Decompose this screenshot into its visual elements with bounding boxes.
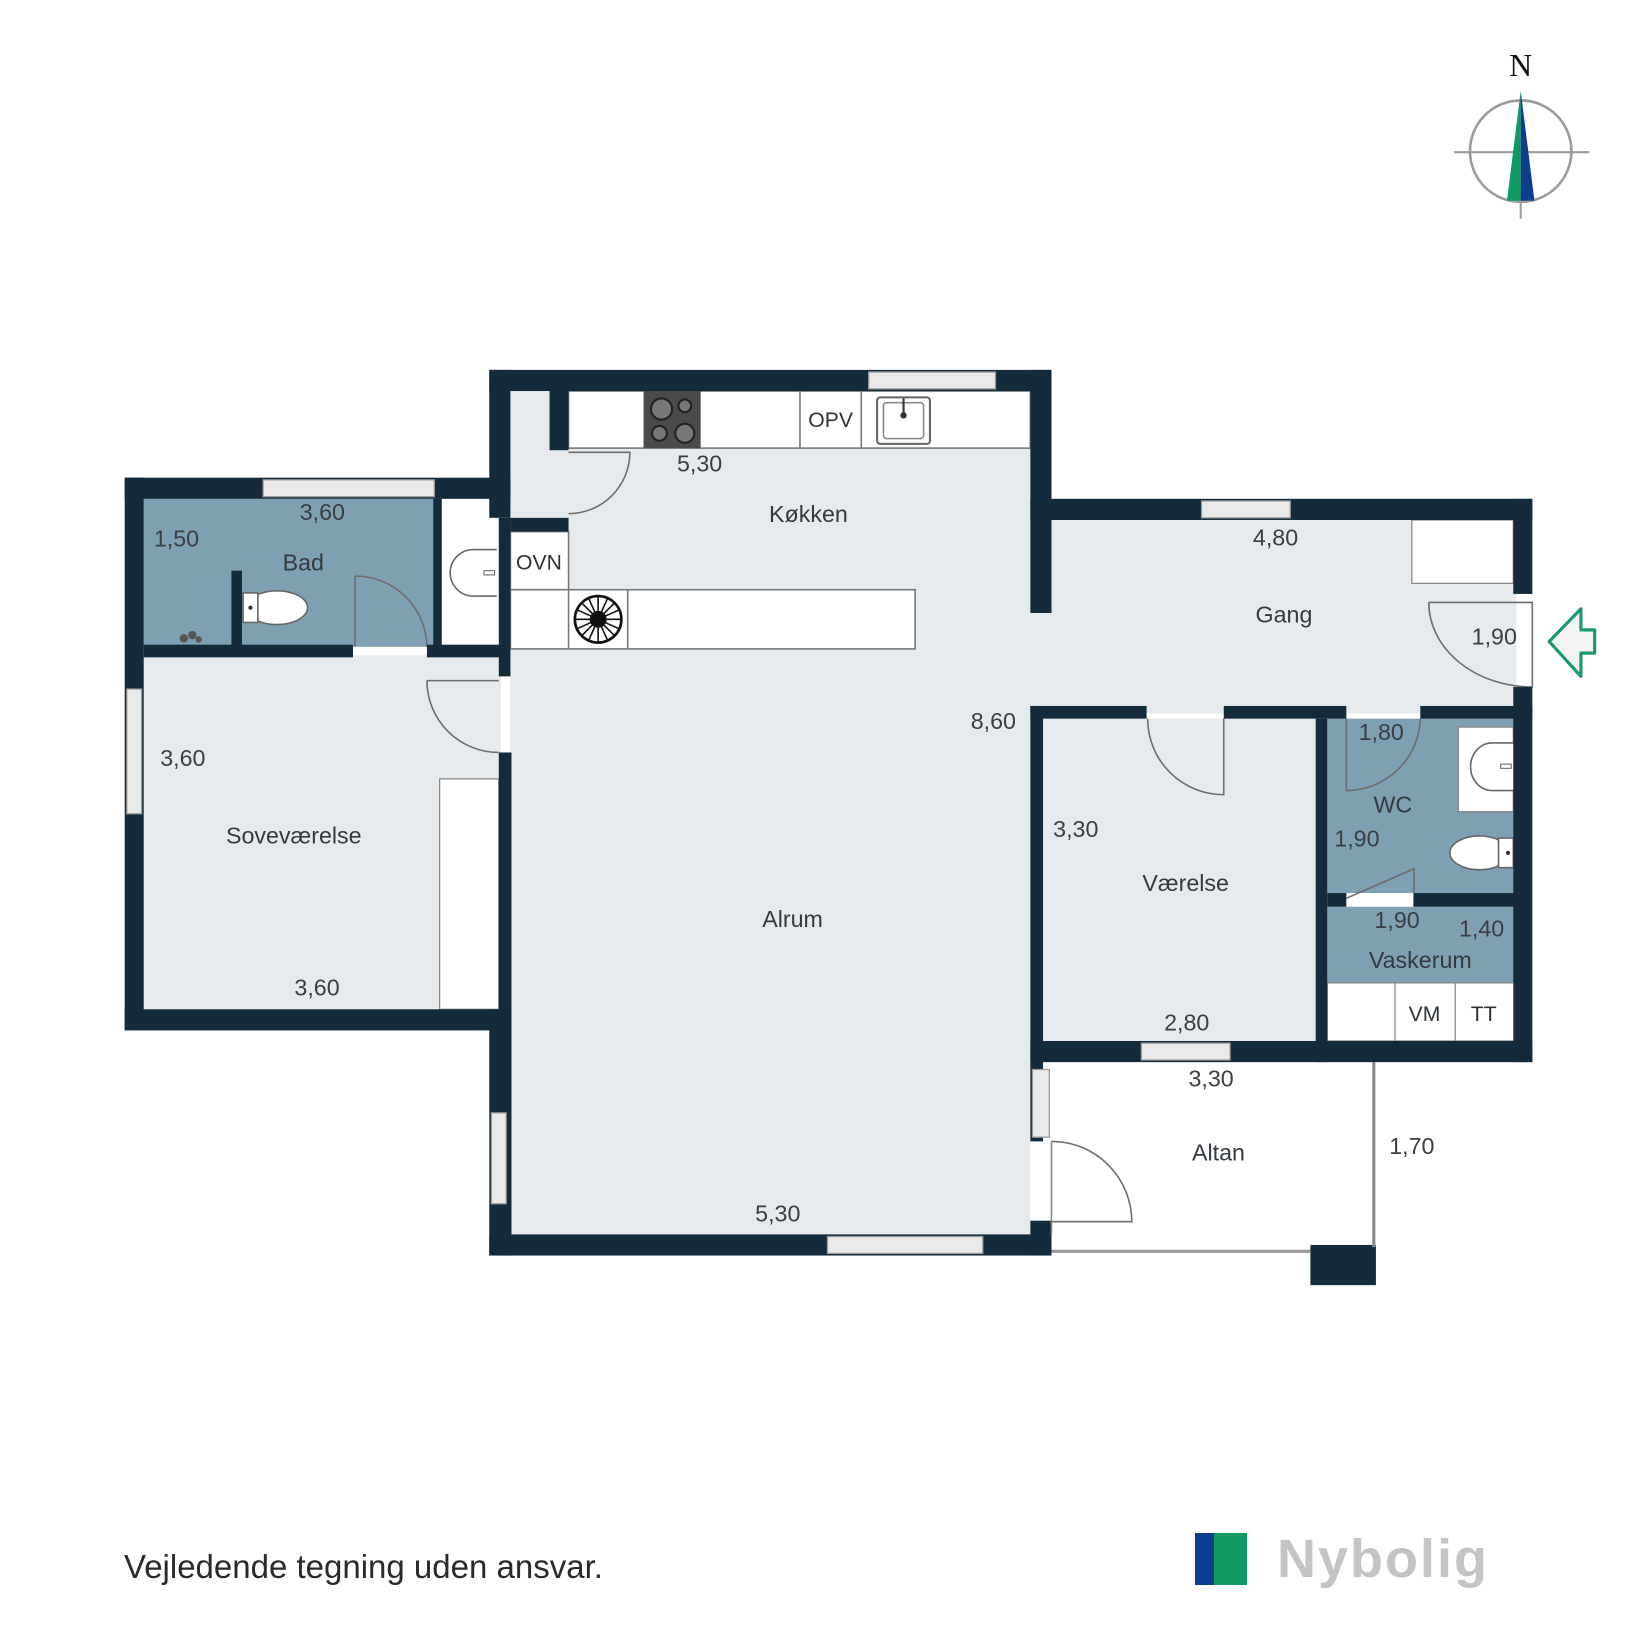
room-labels: Køkken 5,30 Bad 3,60 1,50 Soveværelse 3,… bbox=[154, 450, 1517, 1226]
room-label-living: Alrum bbox=[762, 906, 823, 932]
kitchen-fixtures: OPV OVN bbox=[509, 390, 1032, 650]
entrance-arrow-icon bbox=[1547, 607, 1597, 678]
room-label-laundry: Vaskerum bbox=[1369, 947, 1472, 973]
washing-machine-label: VM bbox=[1409, 1003, 1441, 1026]
door-swing bbox=[426, 679, 499, 754]
doors bbox=[354, 451, 1534, 1223]
window bbox=[868, 371, 997, 390]
compass-north-label: N bbox=[1509, 48, 1532, 83]
kitchen-island bbox=[509, 588, 916, 650]
dimension-label: 3,60 bbox=[300, 499, 345, 525]
window bbox=[490, 1112, 507, 1205]
compass-icon: N bbox=[1454, 48, 1590, 219]
door-swing bbox=[1345, 718, 1422, 792]
room-label-wc: WC bbox=[1373, 792, 1412, 818]
sink-icon bbox=[876, 396, 932, 445]
oven-label: OVN bbox=[516, 552, 562, 575]
window bbox=[826, 1235, 984, 1255]
dimension-label: 1,50 bbox=[154, 525, 199, 551]
door-swing bbox=[1146, 718, 1225, 796]
room-label-hall: Gang bbox=[1256, 601, 1313, 627]
dimension-label: 4,80 bbox=[1253, 524, 1298, 550]
dimension-label: 1,90 bbox=[1334, 826, 1379, 852]
disclaimer-text: Vejledende tegning uden ansvar. bbox=[124, 1548, 603, 1585]
dimension-label: 3,60 bbox=[294, 975, 339, 1001]
room-label-bath: Bad bbox=[283, 550, 324, 576]
dimension-label: 3,60 bbox=[160, 745, 205, 771]
dimension-label: 1,80 bbox=[1359, 719, 1404, 745]
dimension-label: 1,90 bbox=[1374, 907, 1419, 933]
room-label-bedroom: Soveværelse bbox=[226, 822, 362, 848]
dimension-label: 2,80 bbox=[1164, 1009, 1209, 1035]
brand-name: Nybolig bbox=[1277, 1529, 1489, 1589]
dimension-label: 1,70 bbox=[1389, 1133, 1434, 1159]
windows bbox=[126, 371, 1291, 1255]
extractor-fan-icon bbox=[573, 594, 623, 644]
window bbox=[1031, 1068, 1051, 1138]
dimension-label: 3,30 bbox=[1188, 1065, 1233, 1091]
balcony-railing bbox=[1050, 1062, 1376, 1253]
entrance-door-swing bbox=[1427, 601, 1534, 688]
room-label-kitchen: Køkken bbox=[769, 501, 848, 527]
washbasin-icon bbox=[449, 548, 497, 597]
door-swing bbox=[568, 451, 631, 515]
dimension-label: 1,90 bbox=[1472, 624, 1517, 650]
door-swing bbox=[1051, 1140, 1133, 1223]
washbasin-icon bbox=[1469, 742, 1514, 792]
window bbox=[1140, 1042, 1231, 1061]
dimension-label: 1,40 bbox=[1459, 915, 1504, 941]
window bbox=[126, 688, 143, 815]
dimension-label: 5,30 bbox=[677, 450, 722, 476]
dimension-label: 3,30 bbox=[1053, 816, 1098, 842]
dimension-label: 5,30 bbox=[755, 1201, 800, 1227]
dimension-label: 8,60 bbox=[971, 708, 1016, 734]
brand-logo: Nybolig bbox=[1195, 1528, 1489, 1590]
brand-logo-icon bbox=[1195, 1533, 1247, 1585]
tumble-dryer-label: TT bbox=[1471, 1003, 1497, 1026]
floor-drain-icon bbox=[179, 630, 202, 643]
toilet-icon bbox=[242, 589, 309, 626]
door-swing bbox=[354, 575, 428, 647]
room-label-balcony: Altan bbox=[1192, 1139, 1245, 1165]
bath-fixtures: VM TT bbox=[179, 548, 1517, 1042]
dishwasher-label: OPV bbox=[808, 409, 853, 432]
room-label-room: Værelse bbox=[1142, 870, 1229, 896]
toilet-icon bbox=[1449, 835, 1515, 871]
window bbox=[262, 479, 435, 498]
window bbox=[1200, 500, 1291, 519]
